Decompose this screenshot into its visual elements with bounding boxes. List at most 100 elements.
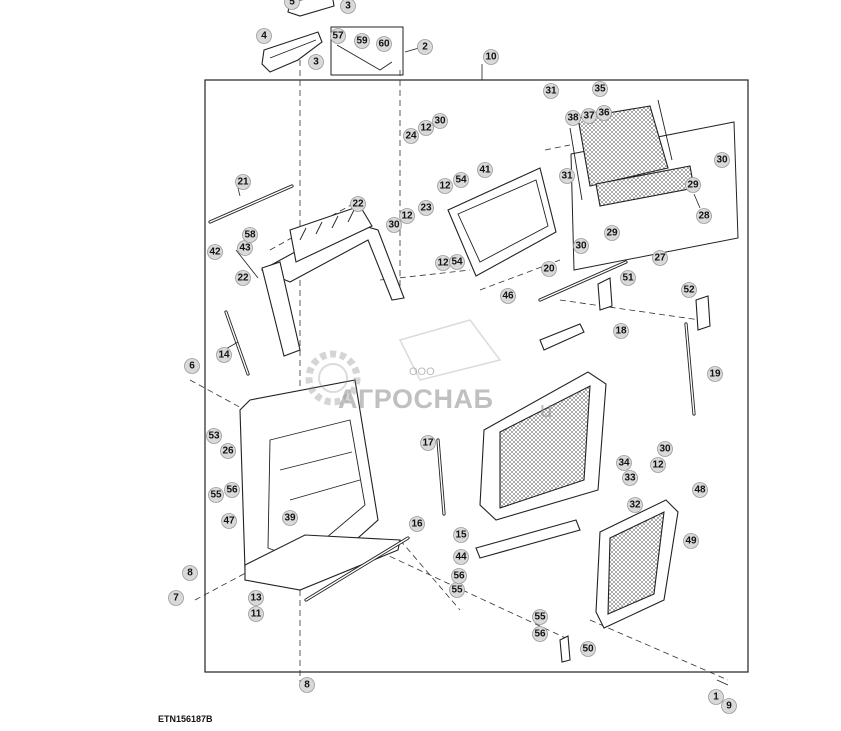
svg-text:3: 3 bbox=[345, 1, 351, 12]
callout-21: 21 bbox=[235, 174, 251, 190]
svg-text:20: 20 bbox=[543, 264, 555, 275]
callout-34: 34 bbox=[616, 455, 632, 471]
svg-text:5: 5 bbox=[289, 0, 295, 8]
callout-48: 48 bbox=[692, 482, 708, 498]
svg-text:31: 31 bbox=[545, 86, 557, 97]
svg-text:47: 47 bbox=[223, 516, 235, 527]
callout-16: 16 bbox=[409, 516, 425, 532]
callout-33: 33 bbox=[622, 470, 638, 486]
svg-text:23: 23 bbox=[420, 203, 432, 214]
callout-5: 5 bbox=[284, 0, 300, 10]
svg-text:22: 22 bbox=[352, 199, 364, 210]
callout-31: 31 bbox=[543, 83, 559, 99]
svg-text:24: 24 bbox=[405, 131, 417, 142]
callout-27: 27 bbox=[652, 250, 668, 266]
assembly-frame bbox=[204, 79, 749, 673]
callout-26: 26 bbox=[220, 443, 236, 459]
callout-51: 51 bbox=[620, 270, 636, 286]
callout-30: 30 bbox=[386, 217, 402, 233]
svg-text:50: 50 bbox=[582, 644, 594, 655]
radiator-49 bbox=[595, 499, 679, 629]
callout-54: 54 bbox=[449, 254, 465, 270]
svg-text:56: 56 bbox=[226, 485, 238, 496]
svg-text:53: 53 bbox=[208, 431, 220, 442]
callout-8: 8 bbox=[299, 677, 315, 693]
svg-text:1: 1 bbox=[713, 692, 719, 703]
watermark-name: АГРОСНАБ bbox=[338, 384, 494, 414]
callout-28: 28 bbox=[696, 208, 712, 224]
callout-60: 60 bbox=[376, 36, 392, 52]
svg-text:29: 29 bbox=[606, 228, 618, 239]
svg-text:8: 8 bbox=[187, 568, 193, 579]
svg-text:7: 7 bbox=[173, 593, 179, 604]
svg-text:30: 30 bbox=[716, 155, 728, 166]
svg-text:34: 34 bbox=[618, 458, 630, 469]
callout-30: 30 bbox=[657, 441, 673, 457]
svg-text:11: 11 bbox=[251, 609, 262, 620]
svg-text:8: 8 bbox=[304, 680, 310, 691]
subassembly-box-2 bbox=[330, 26, 404, 76]
svg-text:30: 30 bbox=[575, 241, 587, 252]
svg-text:30: 30 bbox=[659, 444, 671, 455]
callout-12: 12 bbox=[437, 178, 453, 194]
callout-38: 38 bbox=[565, 110, 581, 126]
svg-text:13: 13 bbox=[250, 593, 262, 604]
svg-text:44: 44 bbox=[455, 552, 467, 563]
svg-text:12: 12 bbox=[439, 181, 451, 192]
callout-36: 36 bbox=[596, 105, 612, 121]
callout-56: 56 bbox=[451, 568, 467, 584]
callout-12: 12 bbox=[418, 120, 434, 136]
svg-text:10: 10 bbox=[485, 52, 497, 63]
svg-text:36: 36 bbox=[598, 108, 610, 119]
svg-text:60: 60 bbox=[378, 39, 390, 50]
callout-11: 11 bbox=[248, 606, 264, 622]
upper-brackets bbox=[261, 0, 393, 73]
svg-text:22: 22 bbox=[237, 273, 249, 284]
small-brackets bbox=[475, 277, 711, 663]
callout-53: 53 bbox=[206, 428, 222, 444]
callout-1: 1 bbox=[708, 689, 724, 705]
callout-35: 35 bbox=[592, 81, 608, 97]
svg-text:56: 56 bbox=[534, 629, 546, 640]
drawing-id: ETN156187B bbox=[158, 714, 213, 724]
callout-49: 49 bbox=[683, 533, 699, 549]
callout-47: 47 bbox=[221, 513, 237, 529]
callout-15: 15 bbox=[453, 527, 469, 543]
watermark-suffix: u bbox=[540, 397, 553, 422]
callout-12: 12 bbox=[435, 255, 451, 271]
callout-50: 50 bbox=[580, 641, 596, 657]
callout-14: 14 bbox=[216, 347, 232, 363]
callout-30: 30 bbox=[573, 238, 589, 254]
callout-55: 55 bbox=[208, 487, 224, 503]
callout-17: 17 bbox=[420, 435, 436, 451]
svg-text:15: 15 bbox=[455, 530, 467, 541]
leader-lines bbox=[223, 47, 729, 686]
watermark-prefix: ООО bbox=[409, 366, 435, 378]
callout-59: 59 bbox=[354, 33, 370, 49]
callout-12: 12 bbox=[399, 208, 415, 224]
watermark-gear-icon bbox=[305, 319, 502, 406]
callout-20: 20 bbox=[541, 261, 557, 277]
svg-text:9: 9 bbox=[726, 701, 732, 712]
svg-text:56: 56 bbox=[453, 571, 465, 582]
callout-41: 41 bbox=[477, 162, 493, 178]
callout-3: 3 bbox=[340, 0, 356, 14]
svg-text:48: 48 bbox=[694, 485, 706, 496]
svg-text:14: 14 bbox=[218, 350, 230, 361]
svg-text:12: 12 bbox=[401, 211, 413, 222]
svg-text:57: 57 bbox=[332, 31, 344, 42]
callout-19: 19 bbox=[707, 366, 723, 382]
svg-text:54: 54 bbox=[455, 175, 467, 186]
svg-text:19: 19 bbox=[709, 369, 721, 380]
svg-text:51: 51 bbox=[622, 273, 634, 284]
svg-text:12: 12 bbox=[652, 460, 664, 471]
callout-37: 37 bbox=[581, 108, 597, 124]
svg-text:27: 27 bbox=[654, 253, 666, 264]
callout-42: 42 bbox=[207, 244, 223, 260]
callout-32: 32 bbox=[627, 497, 643, 513]
svg-text:42: 42 bbox=[209, 247, 221, 258]
callout-10: 10 bbox=[483, 49, 499, 65]
callout-30: 30 bbox=[714, 152, 730, 168]
svg-text:55: 55 bbox=[534, 612, 546, 623]
svg-text:49: 49 bbox=[685, 536, 697, 547]
